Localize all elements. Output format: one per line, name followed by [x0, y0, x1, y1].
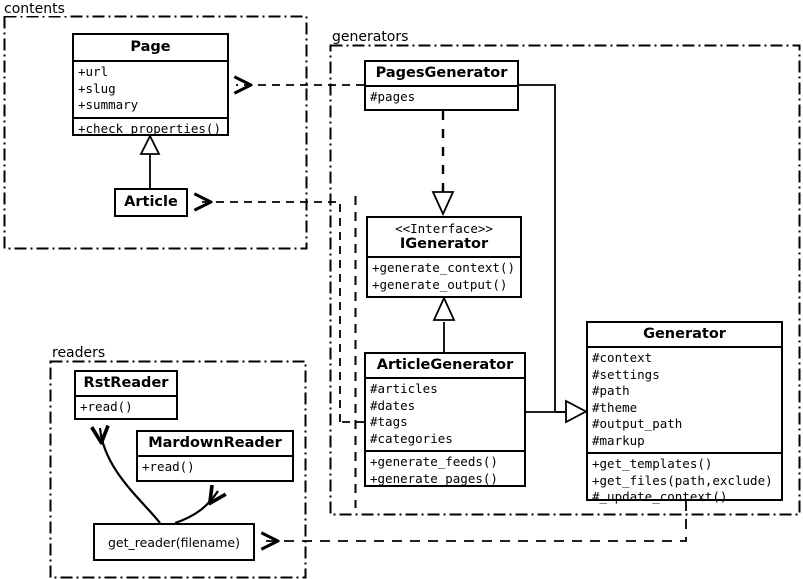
class-name-page: Page — [74, 35, 227, 62]
method-item: +generate_context() — [372, 260, 515, 275]
method-item: +generate_feeds() — [370, 454, 498, 469]
class-box-rstreader[interactable]: RstReader +read() — [74, 370, 178, 420]
attribute-item: #settings — [592, 366, 660, 382]
class-name-rstreader: RstReader — [76, 372, 176, 397]
class-name-generator: Generator — [588, 323, 781, 348]
class-methods-generator: +get_templates() +get_files(path,exclude… — [588, 454, 781, 509]
class-methods-articlegenerator: +generate_feeds() +generate_pages() — [366, 452, 524, 490]
class-name-mardownreader: MardownReader — [138, 432, 292, 457]
relation-articlegenerator-igenerator — [432, 295, 456, 352]
method-item: +read() — [80, 399, 133, 414]
attribute-item: #articles — [370, 381, 438, 396]
method-item: +generate_output() — [372, 276, 508, 292]
attribute-item: #pages — [370, 89, 416, 104]
method-item: #_update_context() — [592, 489, 728, 504]
class-box-igenerator[interactable]: <<Interface>> IGenerator +generate_conte… — [366, 216, 522, 298]
attribute-item: #output_path — [592, 416, 683, 431]
attribute-item: #path — [592, 383, 630, 398]
class-box-page[interactable]: Page +url +slug +summary +check_properti… — [72, 33, 229, 136]
relation-article-page — [139, 133, 161, 188]
attribute-item: +url — [78, 64, 109, 79]
class-attributes-articlegenerator: #articles #dates #tags #categories — [366, 379, 524, 452]
package-label-readers: readers — [50, 345, 108, 361]
function-label-get-reader: get_reader(filename) — [108, 534, 240, 550]
relation-articlegenerator-article — [196, 202, 364, 423]
class-attributes-page: +url +slug +summary — [74, 62, 227, 119]
relation-pagesgenerator-igenerator — [431, 111, 455, 217]
class-name-article: Article — [124, 194, 178, 210]
attribute-item: #categories — [370, 430, 453, 446]
attribute-item: #tags — [370, 414, 408, 429]
class-methods-igenerator: +generate_context() +generate_output() — [368, 258, 520, 296]
class-box-pagesgenerator[interactable]: PagesGenerator #pages — [364, 60, 519, 111]
attribute-item: #context — [592, 350, 653, 365]
function-box-get-reader[interactable]: get_reader(filename) — [93, 523, 255, 561]
class-attributes-generator: #context #settings #path #theme #output_… — [588, 348, 781, 454]
class-box-mardownreader[interactable]: MardownReader +read() — [136, 430, 294, 482]
class-box-articlegenerator[interactable]: ArticleGenerator #articles #dates #tags … — [364, 352, 526, 487]
class-methods-mardownreader: +read() — [138, 457, 292, 479]
method-item: +get_templates() — [592, 456, 713, 471]
class-name-pagesgenerator: PagesGenerator — [366, 62, 517, 87]
attribute-item: #dates — [370, 397, 416, 413]
attribute-item: #theme — [592, 399, 638, 415]
class-name-articlegenerator: ArticleGenerator — [366, 354, 524, 379]
package-label-contents: contents — [2, 1, 67, 17]
class-name-igenerator: IGenerator — [399, 236, 489, 252]
method-item: +get_files(path,exclude) — [592, 472, 773, 488]
class-attributes-pagesgenerator: #pages — [366, 87, 517, 109]
attribute-item: #markup — [592, 432, 645, 448]
class-box-article[interactable]: Article — [114, 188, 188, 217]
class-methods-rstreader: +read() — [76, 397, 176, 419]
method-item: +read() — [142, 459, 195, 474]
class-methods-page: +check_properties() — [74, 119, 227, 141]
class-box-generator[interactable]: Generator #context #settings #path #them… — [586, 321, 783, 504]
method-item: +check_properties() — [78, 120, 221, 136]
class-stereotype-igenerator: <<Interface>> — [395, 221, 493, 236]
class-header-igenerator: <<Interface>> IGenerator — [368, 218, 520, 258]
attribute-item: +slug — [78, 80, 116, 96]
relation-get_reader-mardownreader — [174, 491, 218, 525]
method-item: +generate_pages() — [370, 470, 498, 486]
relation-articlegenerator-generator — [526, 399, 588, 424]
attribute-item: +summary — [78, 97, 139, 112]
package-label-generators: generators — [330, 29, 411, 45]
